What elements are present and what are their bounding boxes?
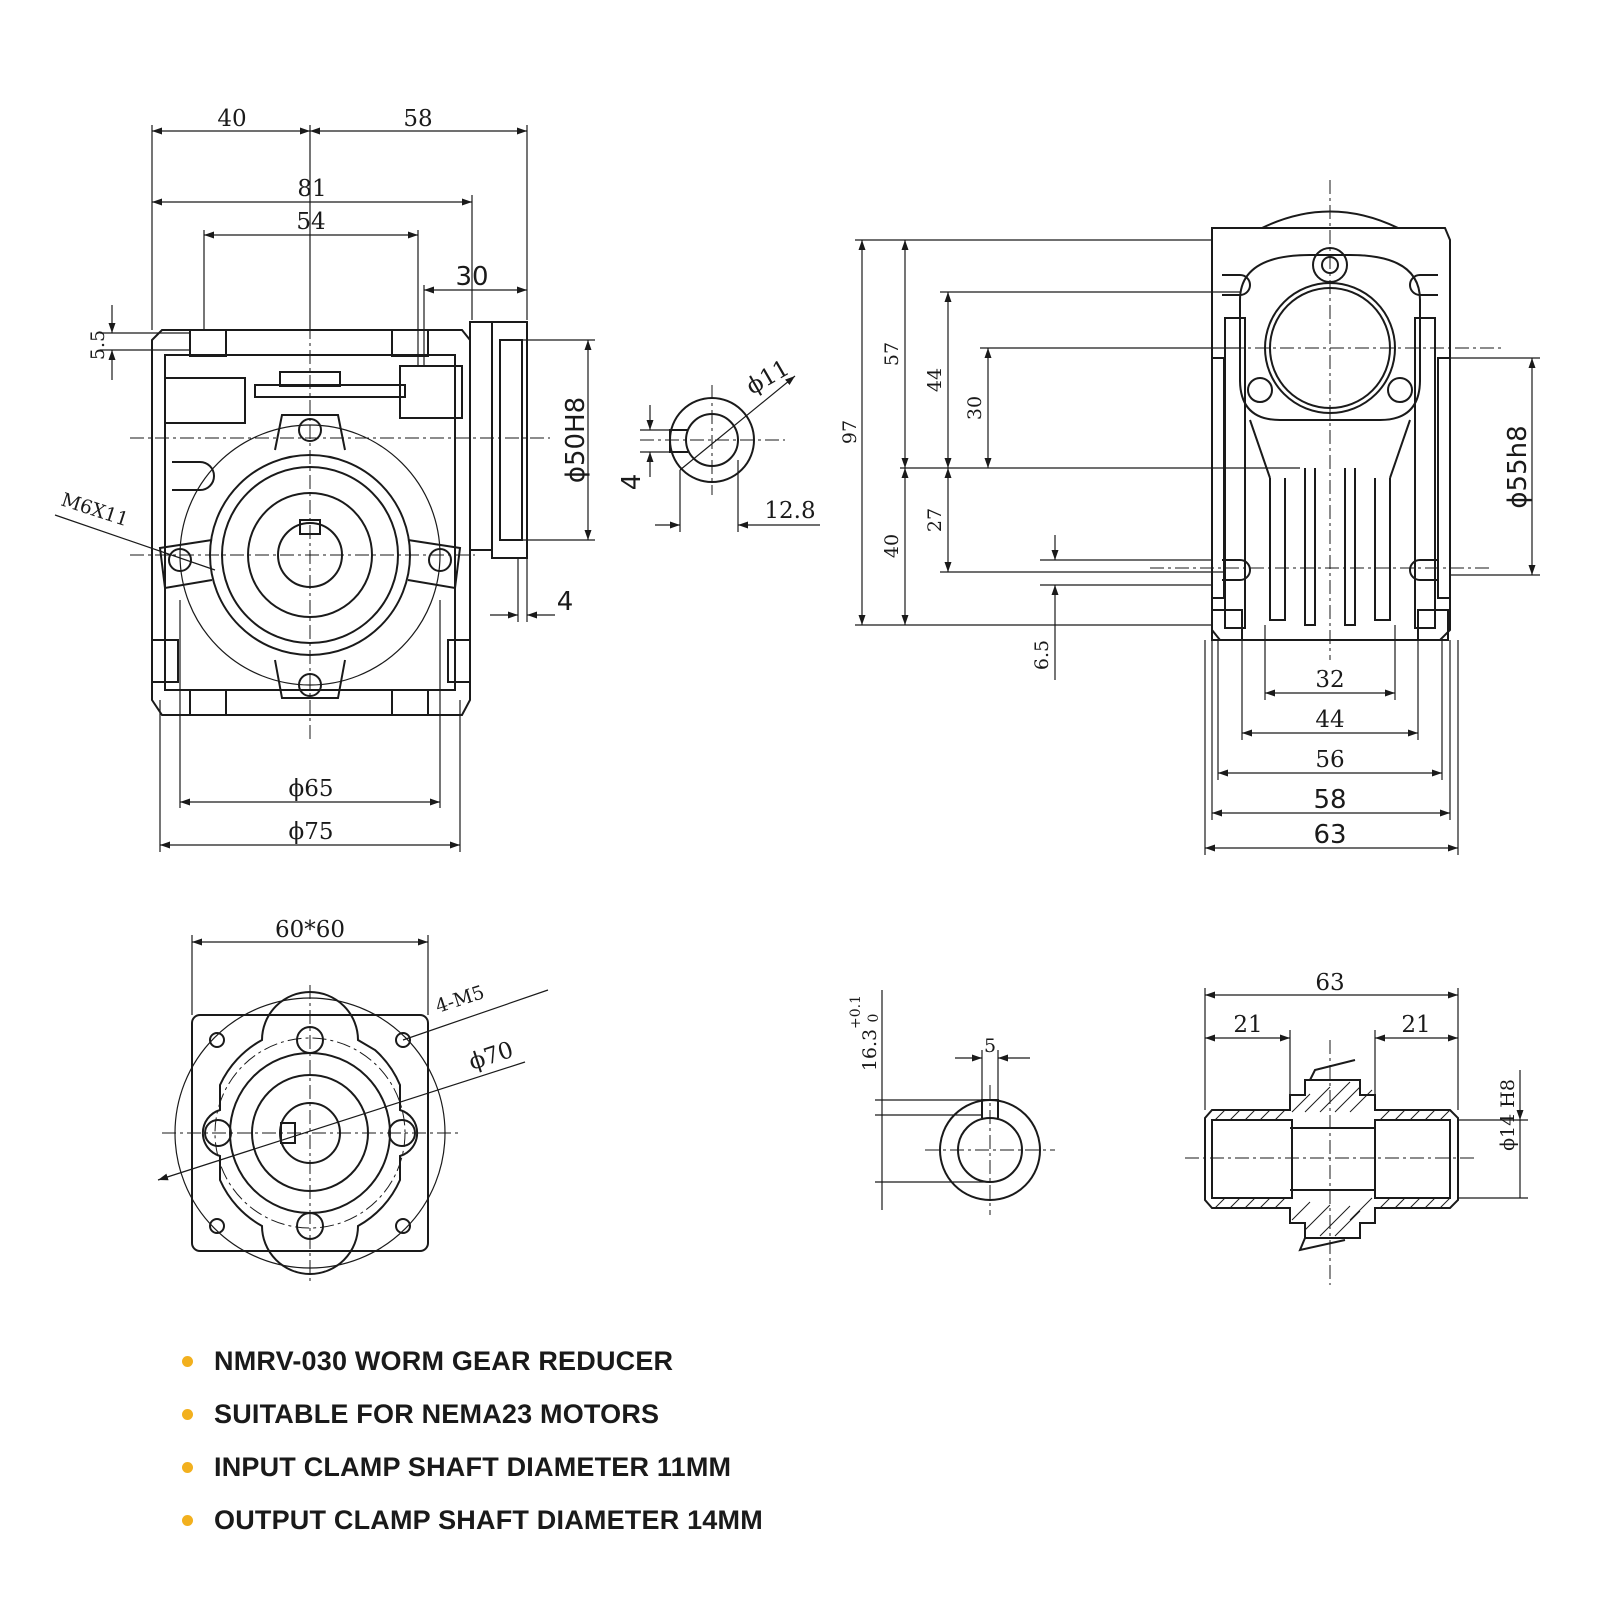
dim-tol-zero: 0 — [866, 1014, 882, 1023]
feature-item-2: SUITABLE FOR NEMA23 MOTORS — [176, 1398, 763, 1451]
bullet-icon — [182, 1409, 193, 1420]
feature-text: SUITABLE FOR NEMA23 MOTORS — [214, 1399, 660, 1429]
dim-tol-plus: +0.1 — [848, 995, 864, 1029]
feature-item-4: OUTPUT CLAMP SHAFT DIAMETER 14MM — [176, 1504, 763, 1557]
dim-58: 58 — [403, 106, 432, 132]
side-view: 97 57 40 44 27 30 6.5 ϕ55h8 32 44 — [839, 180, 1540, 855]
feature-list: NMRV-030 WORM GEAR REDUCER SUITABLE FOR … — [176, 1345, 763, 1557]
feature-item-3: INPUT CLAMP SHAFT DIAMETER 11MM — [176, 1451, 763, 1504]
hatching — [1214, 1081, 1451, 1237]
feature-text: INPUT CLAMP SHAFT DIAMETER 11MM — [214, 1452, 732, 1482]
dim-97: 97 — [839, 420, 861, 444]
dim-81: 81 — [297, 176, 326, 202]
dim-60x60: 60*60 — [275, 917, 345, 943]
dim-44: 44 — [924, 368, 946, 392]
label-4-m5: 4-M5 — [433, 981, 487, 1017]
dim-44-bottom: 44 — [1315, 707, 1344, 733]
dim-phi50h8: ϕ50H8 — [561, 397, 591, 483]
dim-phi11: ϕ11 — [742, 355, 794, 400]
output-shaft-section: 63 21 21 ϕ14 H8 — [1185, 970, 1528, 1285]
dim-key-4: 4 — [617, 474, 647, 491]
dim-key-5: 5 — [984, 1035, 996, 1057]
dim-56: 56 — [1315, 747, 1344, 773]
bullet-icon — [182, 1462, 193, 1473]
feature-text: OUTPUT CLAMP SHAFT DIAMETER 14MM — [214, 1505, 763, 1535]
output-key-detail: 16.3 +0.1 0 5 — [848, 990, 1055, 1215]
input-shaft-detail: ϕ11 4 12.8 — [617, 355, 820, 532]
dim-6-5: 6.5 — [1031, 640, 1053, 670]
dim-phi75: ϕ75 — [289, 819, 334, 845]
dim-54: 54 — [296, 209, 325, 235]
dim-4: 4 — [557, 587, 574, 617]
dim-phi55h8: ϕ55h8 — [1503, 425, 1533, 508]
dim-12-8: 12.8 — [764, 498, 815, 524]
dim-21-left: 21 — [1233, 1012, 1262, 1038]
bullet-icon — [182, 1356, 193, 1367]
dim-21-right: 21 — [1401, 1012, 1430, 1038]
feature-text: NMRV-030 WORM GEAR REDUCER — [214, 1346, 674, 1376]
dim-58-side: 58 — [1313, 785, 1346, 815]
feature-item-1: NMRV-030 WORM GEAR REDUCER — [176, 1345, 763, 1398]
dim-5-5: 5.5 — [87, 330, 109, 360]
front-view: 40 58 81 54 30 5.5 M6X11 ϕ50H8 4 — [54, 106, 595, 852]
dim-phi70: ϕ70 — [466, 1037, 517, 1076]
dim-32: 32 — [1315, 667, 1344, 693]
dim-30-side: 30 — [964, 396, 986, 420]
dim-40: 40 — [217, 106, 246, 132]
dim-63-side: 63 — [1313, 820, 1346, 850]
dim-30: 30 — [455, 262, 488, 292]
dim-63-shaft: 63 — [1315, 970, 1344, 996]
dim-57: 57 — [881, 342, 903, 366]
bullet-icon — [182, 1515, 193, 1526]
dim-27: 27 — [924, 508, 946, 532]
label-m6x11: M6X11 — [58, 489, 131, 531]
dim-phi14h8: ϕ14 H8 — [1497, 1079, 1519, 1151]
dim-40: 40 — [881, 534, 903, 558]
flange-view: 60*60 4-M5 ϕ70 — [157, 917, 549, 1285]
dim-phi65: ϕ65 — [289, 776, 334, 802]
dim-16-3: 16.3 — [859, 1029, 881, 1071]
